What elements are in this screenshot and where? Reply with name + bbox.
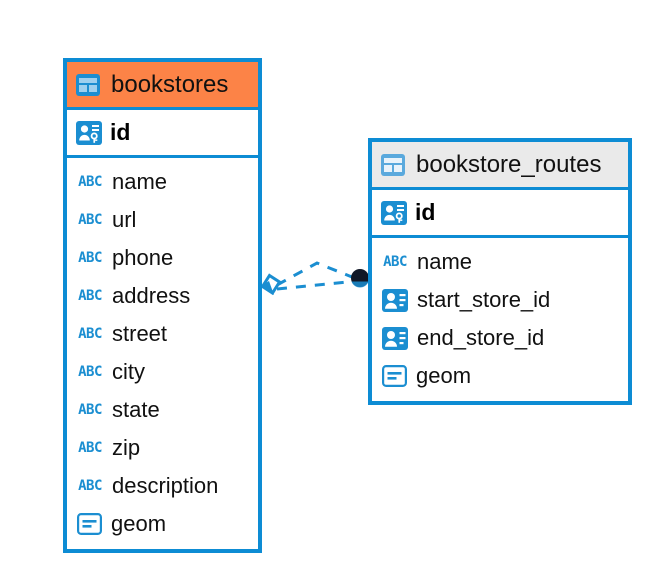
table-header-bookstore-routes[interactable]: bookstore_routes bbox=[372, 142, 628, 190]
foreign-key-icon bbox=[382, 326, 408, 350]
column-row-geom[interactable]: geom bbox=[372, 357, 628, 395]
column-label: name bbox=[112, 169, 168, 194]
text-type-icon: ABC bbox=[78, 440, 102, 456]
geometry-type-icon bbox=[382, 365, 407, 387]
text-type-icon: ABC bbox=[78, 402, 102, 418]
relationship-line-upper bbox=[276, 261, 358, 287]
primary-key-icon bbox=[76, 120, 102, 145]
text-type-icon: ABC bbox=[78, 326, 102, 342]
column-label: name bbox=[417, 249, 473, 274]
primary-key-icon bbox=[381, 200, 407, 225]
column-label: geom bbox=[416, 363, 472, 388]
geometry-type-icon bbox=[77, 513, 102, 535]
column-label: address bbox=[112, 283, 191, 308]
table-name-label: bookstore_routes bbox=[416, 150, 602, 178]
column-row-state[interactable]: ABC state bbox=[67, 391, 258, 429]
column-row-description[interactable]: ABC description bbox=[67, 467, 258, 505]
column-label: end_store_id bbox=[417, 325, 545, 350]
column-row-zip[interactable]: ABC zip bbox=[67, 429, 258, 467]
column-row-street[interactable]: ABC street bbox=[67, 315, 258, 353]
column-label: street bbox=[112, 321, 168, 346]
text-type-icon: ABC bbox=[78, 212, 102, 228]
column-row-primary-key[interactable]: id bbox=[372, 190, 628, 238]
column-row-primary-key[interactable]: id bbox=[67, 110, 258, 158]
diamond-marker bbox=[260, 273, 282, 296]
column-list-bookstore-routes: ABC name start_store_id bbox=[372, 238, 628, 401]
table-icon bbox=[76, 73, 100, 96]
column-row-name[interactable]: ABC name bbox=[372, 243, 628, 281]
column-row-phone[interactable]: ABC phone bbox=[67, 239, 258, 277]
column-label: zip bbox=[112, 435, 141, 460]
column-label: id bbox=[110, 119, 131, 145]
text-type-icon: ABC bbox=[78, 174, 102, 190]
table-bookstore-routes[interactable]: bookstore_routes id ABC name bbox=[368, 138, 632, 405]
table-bookstores[interactable]: bookstores id ABC name ABC url bbox=[63, 58, 262, 553]
column-row-city[interactable]: ABC city bbox=[67, 353, 258, 391]
column-row-geom[interactable]: geom bbox=[67, 505, 258, 543]
relationship-line-lower bbox=[276, 279, 358, 291]
text-type-icon: ABC bbox=[383, 254, 407, 270]
foreign-key-icon bbox=[382, 288, 408, 312]
table-name-label: bookstores bbox=[111, 70, 229, 98]
text-type-icon: ABC bbox=[78, 250, 102, 266]
relationship-connector[interactable] bbox=[255, 245, 380, 315]
table-icon bbox=[381, 153, 405, 176]
column-label: url bbox=[112, 207, 137, 232]
column-label: start_store_id bbox=[417, 287, 551, 312]
column-row-end-store-id[interactable]: end_store_id bbox=[372, 319, 628, 357]
column-label: phone bbox=[112, 245, 174, 270]
column-row-address[interactable]: ABC address bbox=[67, 277, 258, 315]
column-row-name[interactable]: ABC name bbox=[67, 163, 258, 201]
table-header-bookstores[interactable]: bookstores bbox=[67, 62, 258, 110]
text-type-icon: ABC bbox=[78, 288, 102, 304]
column-label: state bbox=[112, 397, 160, 422]
filled-circle-marker bbox=[351, 269, 369, 288]
column-row-url[interactable]: ABC url bbox=[67, 201, 258, 239]
column-label: description bbox=[112, 473, 219, 498]
column-label: id bbox=[415, 199, 436, 225]
text-type-icon: ABC bbox=[78, 478, 102, 494]
text-type-icon: ABC bbox=[78, 364, 102, 380]
column-row-start-store-id[interactable]: start_store_id bbox=[372, 281, 628, 319]
column-label: city bbox=[112, 359, 145, 384]
column-list-bookstores: ABC name ABC url ABC phone ABC address A… bbox=[67, 158, 258, 549]
column-label: geom bbox=[111, 511, 167, 536]
